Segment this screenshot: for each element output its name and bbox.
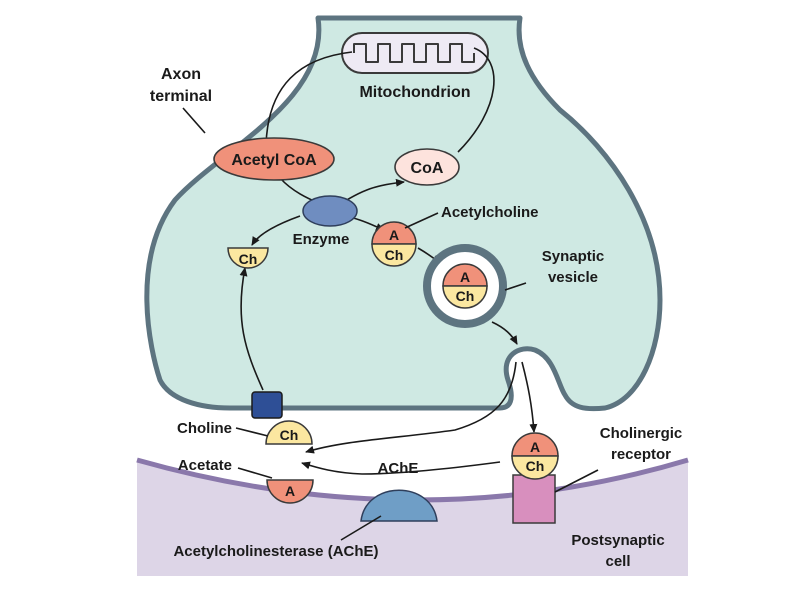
postsynaptic-cell-label-line-1: Postsynaptic bbox=[571, 532, 664, 549]
acetate-label: Acetate bbox=[178, 457, 232, 474]
choline-transporter bbox=[251, 391, 283, 419]
choline-symbol: Ch bbox=[456, 288, 475, 304]
acetyl-coa-shape bbox=[213, 137, 335, 181]
enzyme-label: Enzyme bbox=[293, 231, 350, 248]
choline-symbol: Ch bbox=[385, 247, 404, 263]
axon-terminal-body bbox=[144, 15, 663, 412]
synaptic-vesicle-label-line-1: Synaptic bbox=[542, 248, 605, 265]
acetyl-symbol: A bbox=[389, 227, 399, 243]
axon-terminal-label-line-1: Axon bbox=[161, 66, 201, 83]
choline-symbol: Ch bbox=[239, 251, 258, 267]
cholinergic-receptor-label-line-2: receptor bbox=[611, 446, 671, 463]
choline-symbol: Ch bbox=[280, 427, 299, 443]
acetylcholine-label: Acetylcholine bbox=[441, 204, 539, 221]
acetyl-symbol: A bbox=[530, 439, 540, 455]
synaptic-vesicle: A Ch bbox=[423, 244, 507, 328]
synaptic-vesicle-label-line-2: vesicle bbox=[548, 269, 598, 286]
leader-lines bbox=[182, 107, 599, 541]
postsynaptic-cell-label-line-2: cell bbox=[605, 553, 630, 570]
acetyl-symbol: A bbox=[285, 483, 295, 499]
cholinergic-receptor-label-line-1: Cholinergic bbox=[600, 425, 683, 442]
axon-terminal-label-line-2: terminal bbox=[150, 88, 212, 105]
mitochondrion-label: Mitochondrion bbox=[359, 84, 470, 101]
ache-enzyme-shape bbox=[360, 489, 438, 522]
acetylcholinesterase-label: Acetylcholinesterase (AChE) bbox=[173, 543, 378, 560]
acetyl-symbol: A bbox=[460, 269, 470, 285]
coa-shape bbox=[394, 148, 460, 186]
axon-terminal bbox=[144, 15, 663, 412]
cholinergic-receptor: A Ch bbox=[511, 432, 559, 524]
acetate-molecule: A bbox=[266, 479, 314, 504]
choline-molecule-terminal: Ch bbox=[227, 247, 269, 269]
pathway-lines bbox=[239, 47, 538, 475]
coa-label: CoA bbox=[411, 160, 444, 177]
choline-symbol: Ch bbox=[526, 458, 545, 474]
mitochondrion bbox=[341, 32, 489, 74]
choline-molecule-cleft: Ch bbox=[265, 420, 313, 445]
acetyl-coa-label: Acetyl CoA bbox=[231, 152, 317, 169]
choline-label: Choline bbox=[177, 420, 232, 437]
enzyme-shape bbox=[302, 195, 358, 227]
acetylcholine-molecule: A Ch bbox=[371, 221, 417, 267]
ache-label: AChE bbox=[378, 460, 419, 477]
